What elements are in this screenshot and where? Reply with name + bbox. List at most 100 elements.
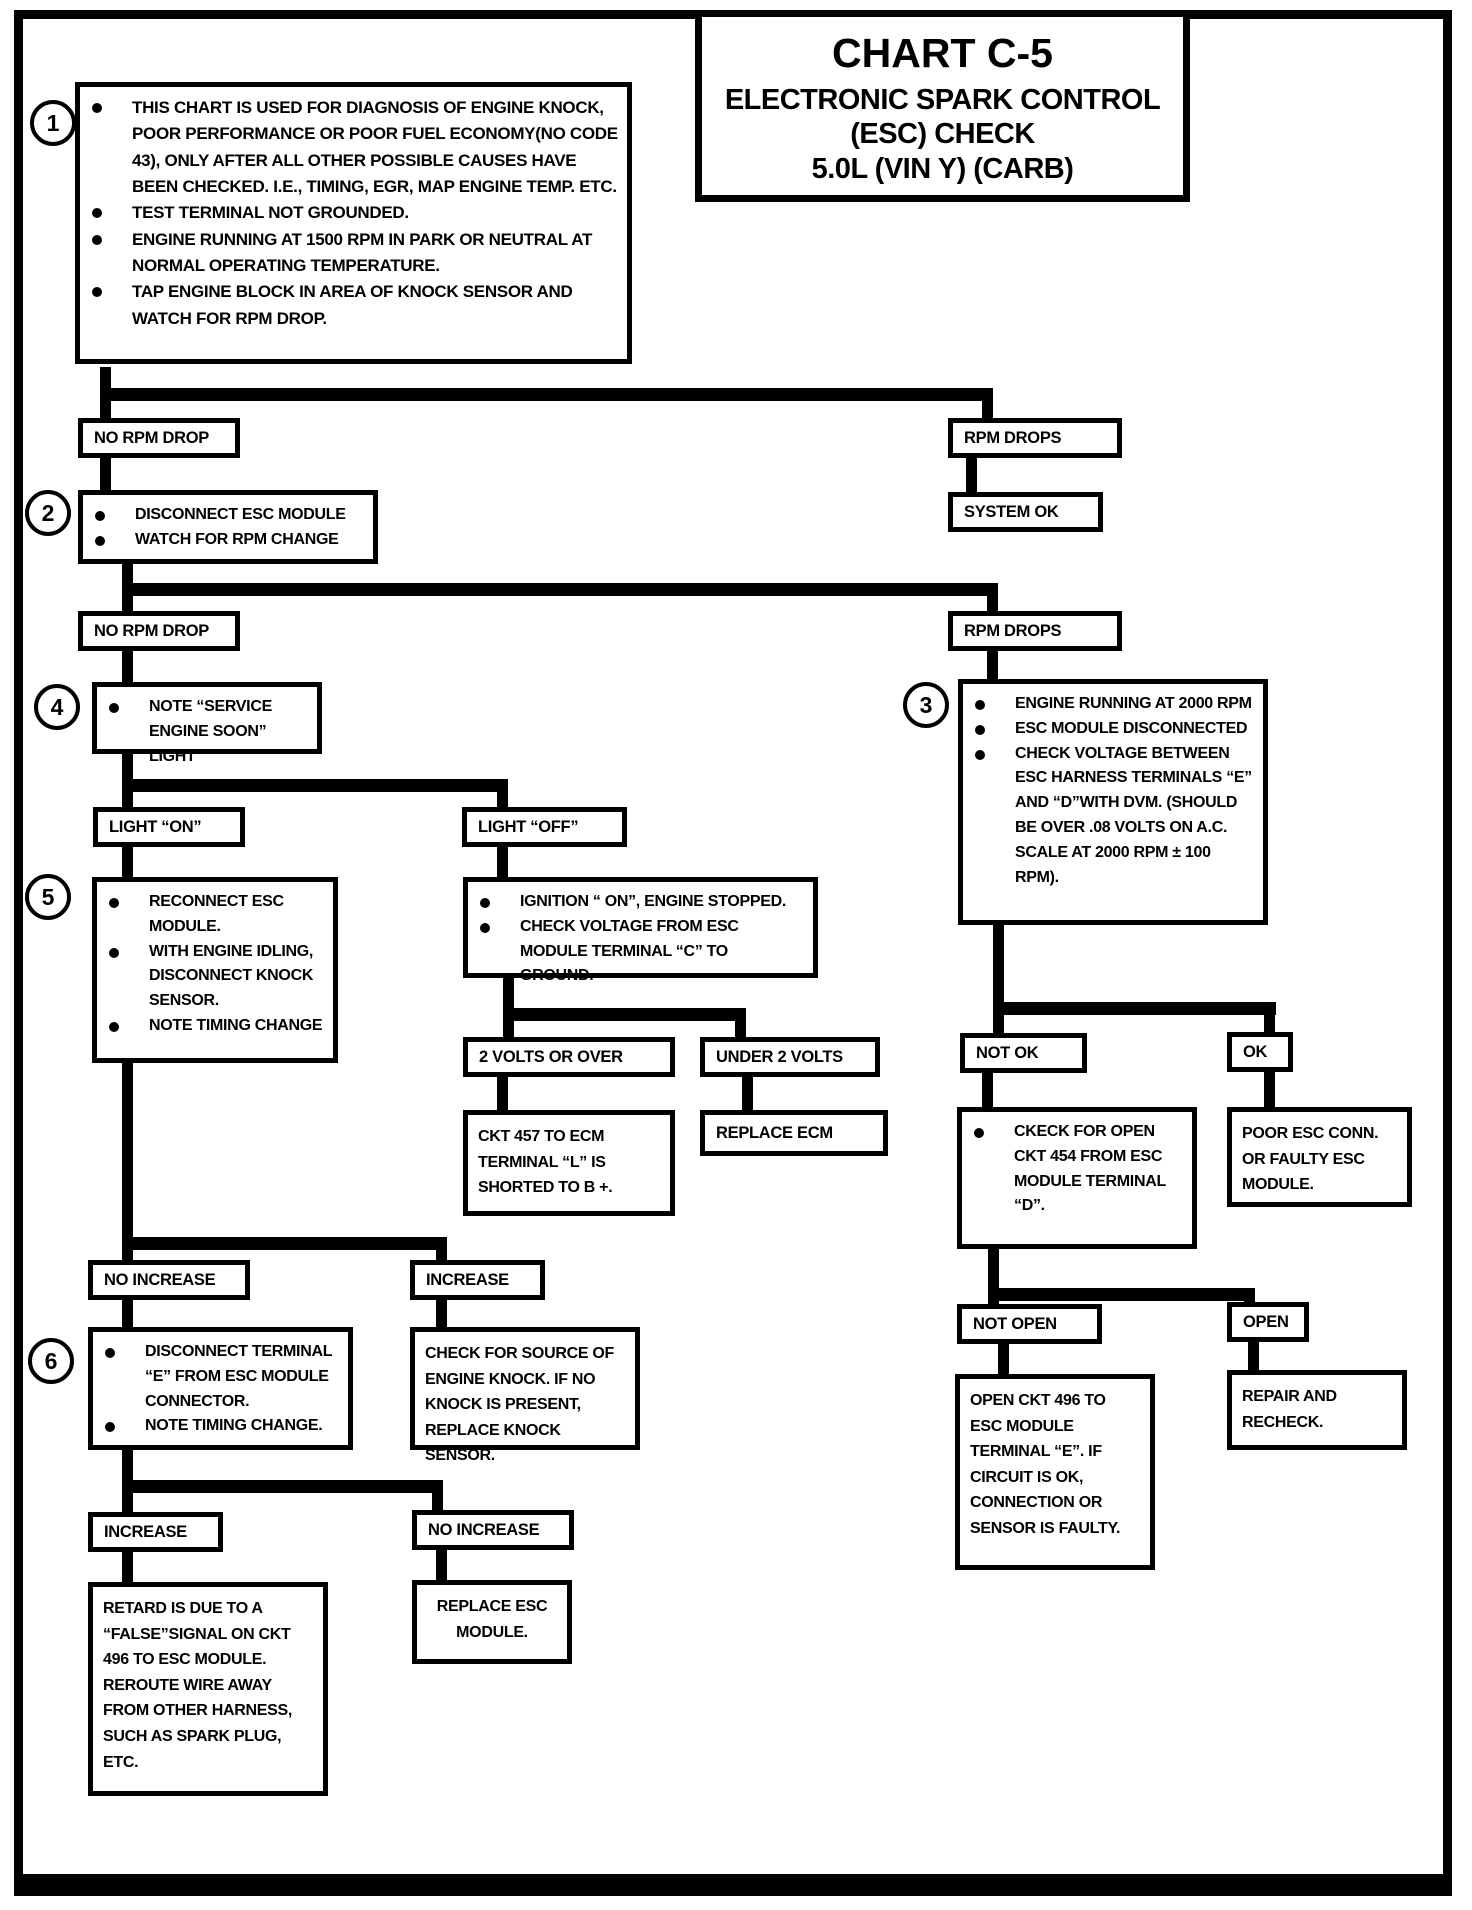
step-circle-1: 1 bbox=[30, 100, 76, 146]
label-text: NO INCREASE bbox=[428, 1520, 540, 1539]
connector-branch2-right-drop bbox=[987, 583, 998, 613]
bullet-icon bbox=[975, 724, 985, 735]
node-ignition-voltage-check: IGNITION “ ON”, ENGINE STOPPED. CHECK VO… bbox=[463, 877, 818, 984]
label-text: INCREASE bbox=[104, 1522, 187, 1541]
bullet-text: CHECK VOLTAGE BETWEEN ESC HARNESS TERMIN… bbox=[1015, 744, 1252, 886]
bullet-text: NOTE TIMING CHANGE bbox=[149, 1016, 323, 1034]
step-circle-5: 5 bbox=[25, 874, 71, 920]
bullet-row: NOTE TIMING CHANGE. bbox=[101, 1414, 340, 1439]
bullet-icon bbox=[974, 1128, 984, 1138]
connector-increase-branch1-right-drop bbox=[436, 1237, 447, 1262]
connector-lightoff-to-ignition bbox=[497, 845, 508, 879]
node-not-ok: NOT OK bbox=[960, 1033, 1087, 1073]
chart-subtitle-line2: (ESC) CHECK bbox=[850, 118, 1035, 151]
connector-open-branch-bar bbox=[988, 1288, 1255, 1301]
chart-number: CHART C-5 bbox=[832, 30, 1053, 77]
node-text: REPLACE ESC MODULE. bbox=[436, 1598, 548, 1641]
connector-light-branch-bar bbox=[122, 779, 508, 792]
bullet-icon bbox=[480, 898, 490, 908]
node-step2-disconnect-esc: DISCONNECT ESC MODULE WATCH FOR RPM CHAN… bbox=[78, 490, 378, 564]
bullet-icon bbox=[92, 208, 102, 219]
node-ckt457-shorted: CKT 457 TO ECM TERMINAL “L” IS SHORTED T… bbox=[463, 1110, 675, 1216]
label-text: RPM DROPS bbox=[964, 621, 1062, 640]
node-light-on: LIGHT “ON” bbox=[93, 807, 245, 847]
bullet-icon bbox=[92, 103, 102, 113]
node-text: CKT 457 TO ECM TERMINAL “L” IS SHORTED T… bbox=[478, 1128, 613, 1197]
step-circle-3: 3 bbox=[903, 682, 949, 728]
bullet-row: ENGINE RUNNING AT 2000 RPM bbox=[971, 692, 1255, 717]
node-no-rpm-drop-2: NO RPM DROP bbox=[78, 611, 240, 651]
connector-notopen-to-ckt496 bbox=[998, 1342, 1009, 1376]
connector-ok-branch-bar bbox=[993, 1002, 1276, 1015]
bullet-row: ESC MODULE DISCONNECTED bbox=[971, 717, 1255, 742]
node-rpm-drops-1: RPM DROPS bbox=[948, 418, 1122, 458]
node-not-open: NOT OPEN bbox=[957, 1304, 1102, 1344]
connector-light-branch-right-drop bbox=[497, 779, 508, 809]
connector-2volts-to-ckt457 bbox=[497, 1075, 508, 1112]
bullet-row: THIS CHART IS USED FOR DIAGNOSIS OF ENGI… bbox=[88, 95, 619, 200]
bullet-icon bbox=[95, 511, 105, 521]
step-circle-2: 2 bbox=[25, 490, 71, 536]
node-poor-esc-connection: POOR ESC CONN. OR FAULTY ESC MODULE. bbox=[1227, 1107, 1412, 1207]
bullet-icon bbox=[105, 1422, 115, 1433]
label-text: 2 VOLTS OR OVER bbox=[479, 1047, 623, 1066]
connector-volts-branch-bar bbox=[503, 1008, 746, 1021]
connector-step5-down bbox=[122, 1061, 133, 1262]
bullet-text: IGNITION “ ON”, ENGINE STOPPED. bbox=[520, 893, 786, 910]
step-circle-4: 4 bbox=[34, 684, 80, 730]
chart-subtitle-line1: ELECTRONIC SPARK CONTROL bbox=[724, 84, 1161, 117]
label-text: OK bbox=[1243, 1042, 1268, 1061]
bullet-icon bbox=[975, 749, 985, 760]
bullet-icon bbox=[975, 700, 985, 710]
label-text: NOT OK bbox=[976, 1043, 1039, 1062]
node-ok: OK bbox=[1227, 1032, 1293, 1072]
bullet-text: TEST TERMINAL NOT GROUNDED. bbox=[132, 203, 409, 223]
node-open-ckt496: OPEN CKT 496 TO ESC MODULE TERMINAL “E”.… bbox=[955, 1374, 1155, 1570]
step-number-1: 1 bbox=[46, 109, 60, 136]
bullet-row: WATCH FOR RPM CHANGE bbox=[91, 528, 365, 553]
connector-rpmdrops1-to-systemok bbox=[966, 456, 977, 494]
node-retard-false-signal: RETARD IS DUE TO A “FALSE”SIGNAL ON CKT … bbox=[88, 1582, 328, 1796]
node-text: REPAIR AND RECHECK. bbox=[1242, 1388, 1337, 1431]
label-text: REPLACE ECM bbox=[716, 1123, 833, 1142]
connector-increase-branch2-right-drop bbox=[432, 1480, 443, 1512]
node-system-ok: SYSTEM OK bbox=[948, 492, 1103, 532]
chart-subtitle-line3: 5.0L (VIN Y) (CARB) bbox=[811, 152, 1074, 185]
node-increase-1: INCREASE bbox=[410, 1260, 545, 1300]
label-text: NO RPM DROP bbox=[94, 621, 209, 640]
bullet-row: TEST TERMINAL NOT GROUNDED. bbox=[88, 200, 619, 226]
label-text: LIGHT “ON” bbox=[109, 817, 202, 836]
node-light-off: LIGHT “OFF” bbox=[462, 807, 627, 847]
bullet-icon bbox=[480, 922, 490, 933]
bullet-icon bbox=[105, 1348, 115, 1358]
node-replace-esc-module: REPLACE ESC MODULE. bbox=[412, 1580, 572, 1664]
node-text: CHECK FOR SOURCE OF ENGINE KNOCK. IF NO … bbox=[425, 1345, 614, 1465]
bullet-text: RECONNECT ESC MODULE. bbox=[149, 893, 284, 935]
label-text: SYSTEM OK bbox=[964, 502, 1059, 521]
bullet-text: ENGINE RUNNING AT 1500 RPM IN PARK OR NE… bbox=[132, 229, 593, 276]
chart-title-box: CHART C-5 ELECTRONIC SPARK CONTROL (ESC)… bbox=[695, 10, 1190, 202]
bullet-row: CHECK VOLTAGE BETWEEN ESC HARNESS TERMIN… bbox=[971, 742, 1255, 891]
label-text: NOT OPEN bbox=[973, 1314, 1057, 1333]
connector-rpmdrops2-to-step3 bbox=[987, 649, 998, 681]
step-number-6: 6 bbox=[44, 1347, 58, 1374]
connector-open-to-repair bbox=[1248, 1340, 1259, 1372]
node-no-increase-2: NO INCREASE bbox=[412, 1510, 574, 1550]
label-text: UNDER 2 VOLTS bbox=[716, 1047, 843, 1066]
connector-volts-branch-right-drop bbox=[735, 1008, 746, 1039]
bullet-row: CHECK VOLTAGE FROM ESC MODULE TERMINAL “… bbox=[476, 915, 805, 989]
node-step6-disconnect-terminal-e: DISCONNECT TERMINAL “E” FROM ESC MODULE … bbox=[88, 1327, 353, 1450]
bullet-row: NOTE TIMING CHANGE bbox=[105, 1014, 325, 1039]
node-text: RETARD IS DUE TO A “FALSE”SIGNAL ON CKT … bbox=[103, 1600, 292, 1771]
node-rpm-drops-2: RPM DROPS bbox=[948, 611, 1122, 651]
bullet-text: THIS CHART IS USED FOR DIAGNOSIS OF ENGI… bbox=[132, 98, 618, 197]
bullet-row: WITH ENGINE IDLING, DISCONNECT KNOCK SEN… bbox=[105, 940, 325, 1014]
step-circle-6: 6 bbox=[28, 1338, 74, 1384]
bullet-text: DISCONNECT ESC MODULE bbox=[135, 506, 346, 523]
connector-ok-branch-right-drop bbox=[1264, 1002, 1275, 1034]
node-repair-and-recheck: REPAIR AND RECHECK. bbox=[1227, 1370, 1407, 1450]
node-check-open-ckt454: CKECK FOR OPEN CKT 454 FROM ESC MODULE T… bbox=[957, 1107, 1197, 1249]
bullet-text: TAP ENGINE BLOCK IN AREA OF KNOCK SENSOR… bbox=[132, 282, 573, 328]
bullet-row: TAP ENGINE BLOCK IN AREA OF KNOCK SENSOR… bbox=[88, 279, 619, 332]
